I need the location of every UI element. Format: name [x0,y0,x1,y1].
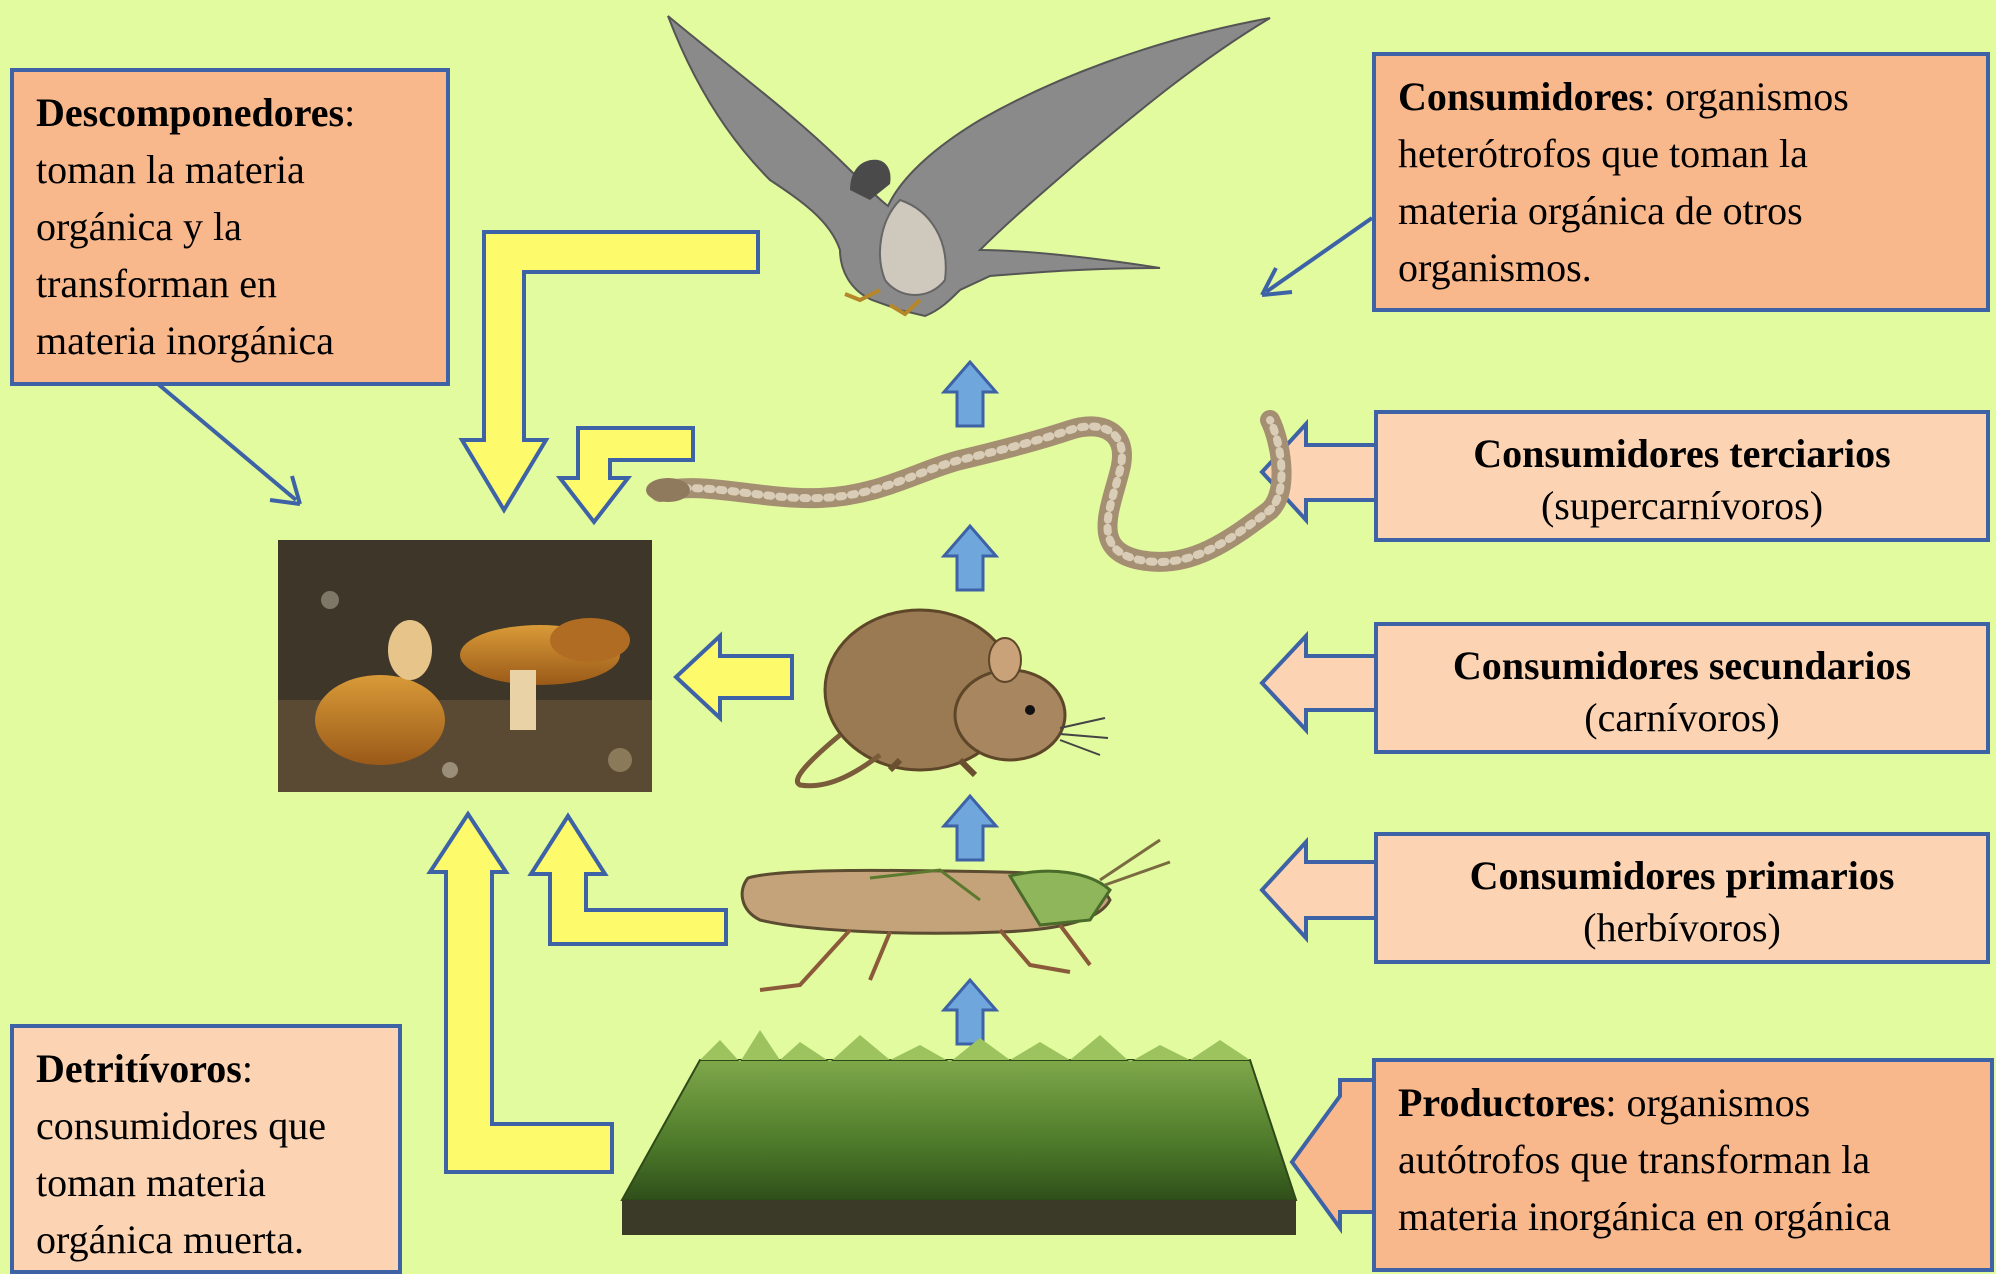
blue-arrow-grasshopper-to-mouse [944,796,996,860]
grasshopper-illustration [742,840,1170,990]
pointer-arrow-primarios [1262,842,1378,938]
productores-line: autótrofos que transforman la [1398,1131,1968,1188]
detritivoros-line: consumidores que [36,1097,376,1154]
consumidores-line: materia orgánica de otros [1398,182,1964,239]
terciarios-subtitle: (supercarnívoros) [1388,480,1976,532]
productores-line: materia inorgánica en orgánica [1398,1188,1968,1245]
consumidores-lead: : organismos [1644,74,1849,119]
terciarios-title: Consumidores terciarios [1473,431,1890,476]
yellow-arrow-mouse-to-decomposers [676,636,792,718]
productores-heading: Productores: organismos [1398,1074,1968,1131]
consumidores-line: organismos. [1398,239,1964,296]
blue-arrow-snake-to-eagle [944,362,996,426]
descomponedores-box: Descomponedores: toman la materia orgáni… [10,68,450,386]
mouse-illustration [797,610,1108,786]
descomponedores-line: materia inorgánica [36,312,424,369]
grass-illustration [622,1030,1296,1235]
descomponedores-line: toman la materia [36,141,424,198]
detritivoros-line: toman materia [36,1154,376,1211]
mushroom-photo [278,540,652,792]
detritivoros-box: Detritívoros: consumidores que toman mat… [10,1024,402,1274]
descomponedores-colon: : [344,90,355,135]
detritivoros-line: orgánica muerta. [36,1211,376,1268]
detritivoros-colon: : [242,1046,253,1091]
secundarios-title: Consumidores secundarios [1453,643,1911,688]
consumidores-heading: Consumidores: organismos [1398,68,1964,125]
pointer-arrow-productores [1292,1080,1376,1228]
consumidores-term: Consumidores [1398,74,1644,119]
descomponedores-line: transforman en [36,255,424,312]
blue-arrow-mouse-to-snake [944,526,996,590]
consumidores-line: heterótrofos que toman la [1398,125,1964,182]
callout-line-consumidores [1262,218,1372,295]
consumidores-terciarios-box: Consumidores terciarios (supercarnívoros… [1374,410,1990,542]
primarios-title: Consumidores primarios [1470,853,1895,898]
callout-line-descomponedores [158,384,300,504]
consumidores-primarios-box: Consumidores primarios (herbívoros) [1374,832,1990,964]
productores-term: Productores [1398,1080,1605,1125]
descomponedores-term: Descomponedores [36,90,344,135]
consumidores-box: Consumidores: organismos heterótrofos qu… [1372,52,1990,312]
descomponedores-heading: Descomponedores: [36,84,424,141]
descomponedores-line: orgánica y la [36,198,424,255]
detritivoros-heading: Detritívoros: [36,1040,376,1097]
secundarios-subtitle: (carnívoros) [1388,692,1976,744]
detritivoros-term: Detritívoros [36,1046,242,1091]
productores-lead: : organismos [1605,1080,1810,1125]
productores-box: Productores: organismos autótrofos que t… [1372,1058,1994,1272]
blue-arrow-grass-to-grasshopper [944,980,996,1044]
consumidores-secundarios-box: Consumidores secundarios (carnívoros) [1374,622,1990,754]
yellow-arrow-grasshopper-to-decomposers [531,816,726,944]
pointer-arrow-secundarios [1262,636,1378,730]
primarios-subtitle: (herbívoros) [1388,902,1976,954]
yellow-arrow-snake-to-decomposers [560,428,693,522]
